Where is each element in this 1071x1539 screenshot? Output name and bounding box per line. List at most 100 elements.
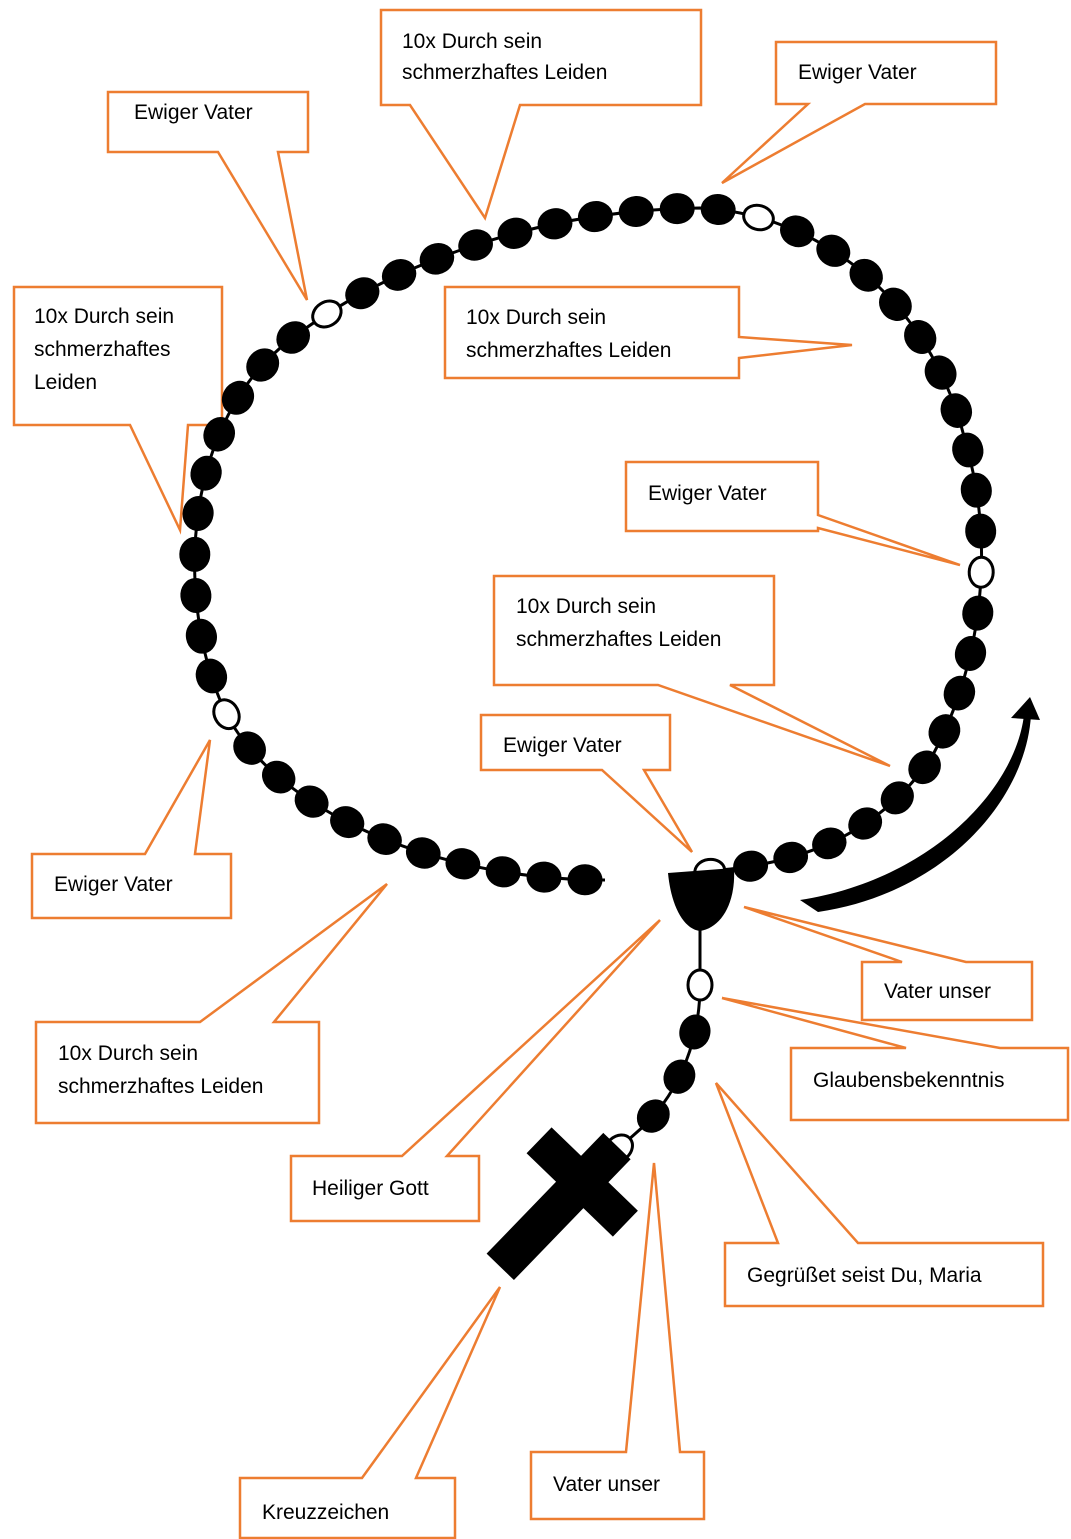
solid-bead (679, 1014, 711, 1050)
arrow-head (1011, 697, 1040, 720)
callout-line: 10x Durch sein (34, 305, 174, 328)
callout-text: Heiliger Gott (312, 1177, 429, 1200)
solid-bead (367, 823, 402, 855)
callout-text: Vater unser (553, 1473, 660, 1496)
solid-bead (812, 827, 847, 860)
callout-line: Ewiger Vater (798, 61, 917, 84)
solid-bead (180, 578, 212, 613)
solid-bead (880, 781, 914, 815)
solid-bead (537, 208, 573, 240)
callout-vater-unser-right: Vater unser (743, 905, 1034, 1022)
solid-bead (381, 259, 417, 291)
callout-heiliger-gott: Heiliger Gott (289, 919, 661, 1223)
callout-text: 10x Durch sein schmerzhaftes Leiden (58, 1042, 263, 1098)
solid-bead (221, 380, 255, 415)
solid-bead (185, 618, 217, 654)
open-bead (212, 698, 241, 731)
solid-bead (943, 675, 976, 711)
callout-durch-sein-leiden-left: 10x Durch sein schmerzhaftes Leiden (12, 285, 224, 535)
callout-bubble (443, 285, 853, 380)
callout-text: Kreuzzeichen (262, 1501, 389, 1524)
callout-line: 10x Durch sein (516, 595, 656, 618)
solid-bead (848, 807, 883, 840)
solid-bead (908, 750, 941, 785)
callout-line: Glaubensbekenntnis (813, 1069, 1004, 1092)
solid-bead (276, 321, 310, 354)
solid-bead (458, 229, 493, 261)
callout-line: Leiden (34, 371, 97, 394)
open-bead (967, 555, 995, 589)
solid-bead (203, 417, 236, 452)
solid-bead (618, 195, 654, 228)
solid-bead (190, 455, 222, 491)
solid-bead (940, 393, 973, 428)
solid-bead (954, 636, 987, 671)
solid-bead (567, 864, 603, 896)
callout-bubble (289, 919, 661, 1223)
callout-text: Ewiger Vater (54, 873, 173, 896)
callout-durch-sein-leiden-bottom: 10x Durch sein schmerzhaftes Leiden (34, 882, 388, 1125)
callout-bubble (624, 460, 961, 567)
solid-bead (294, 785, 329, 818)
callout-text: Ewiger Vater (134, 101, 253, 124)
medal-icon (668, 868, 735, 931)
curved-arrow-icon (800, 697, 1040, 912)
callout-text: Ewiger Vater (648, 482, 767, 505)
callout-bubble (721, 40, 998, 185)
callout-line: schmerzhaftes Leiden (516, 628, 721, 651)
solid-bead (526, 861, 562, 893)
solid-bead (262, 760, 296, 794)
solid-bead (195, 658, 228, 694)
solid-bead (960, 472, 992, 508)
callout-bubble (721, 996, 1070, 1122)
callout-text: Vater unser (884, 980, 991, 1003)
solid-bead (663, 1059, 696, 1094)
callout-durch-sein-leiden-top: 10x Durch sein schmerzhaftes Leiden (379, 8, 703, 221)
callout-bubble (30, 739, 233, 920)
solid-bead (497, 217, 533, 249)
pendant-bead-group (603, 968, 714, 1164)
callout-bubble (529, 1162, 706, 1521)
callout-text: Gegrüßet seist Du, Maria (747, 1264, 982, 1287)
callout-line: schmerzhaftes (34, 338, 171, 361)
solid-bead (577, 201, 613, 233)
solid-bead (700, 193, 736, 226)
solid-bead (405, 837, 441, 869)
callout-kreuzzeichen: Kreuzzeichen (238, 1286, 502, 1539)
rosary (179, 193, 997, 1281)
solid-bead (445, 848, 481, 880)
callout-ewiger-vater-left: Ewiger Vater (30, 739, 233, 920)
callout-text: Glaubensbekenntnis (813, 1069, 1004, 1092)
callout-ewiger-vater-center: Ewiger Vater (479, 713, 694, 853)
callout-line: Vater unser (884, 980, 991, 1003)
open-bead (311, 299, 343, 329)
callout-line: Heiliger Gott (312, 1177, 429, 1200)
solid-bead (330, 806, 365, 839)
solid-bead (636, 1099, 670, 1133)
cross-icon (486, 1127, 638, 1281)
callout-gegruesset-seist-du-maria: Gegrüßet seist Du, Maria (714, 1082, 1045, 1308)
callout-text: Ewiger Vater (798, 61, 917, 84)
callout-glaubensbekenntnis: Glaubensbekenntnis (721, 996, 1070, 1122)
callout-bubble (492, 574, 891, 768)
callout-text: 10x Durch sein schmerzhaftes Leiden (516, 595, 721, 651)
callout-text: 10x Durch sein schmerzhaftes Leiden (466, 306, 671, 362)
callout-text: 10x Durch sein schmerzhaftes Leiden (34, 305, 180, 394)
callout-line: Ewiger Vater (134, 101, 253, 124)
solid-bead (246, 348, 280, 382)
callout-bubble (379, 8, 703, 221)
callout-vater-unser-bottom: Vater unser (529, 1162, 706, 1521)
callout-text: 10x Durch sein schmerzhaftes Leiden (402, 30, 607, 84)
callout-bubble (34, 882, 388, 1125)
solid-bead (773, 841, 809, 874)
callout-bubble (479, 713, 694, 853)
callout-ewiger-vater-right: Ewiger Vater (624, 460, 961, 567)
solid-bead (345, 277, 380, 310)
rosary-bead-group (179, 193, 997, 896)
callout-line: 10x Durch sein (58, 1042, 198, 1065)
cross-horizontal-bar (526, 1127, 638, 1237)
solid-bead (879, 287, 912, 321)
callout-bubble (12, 285, 224, 535)
